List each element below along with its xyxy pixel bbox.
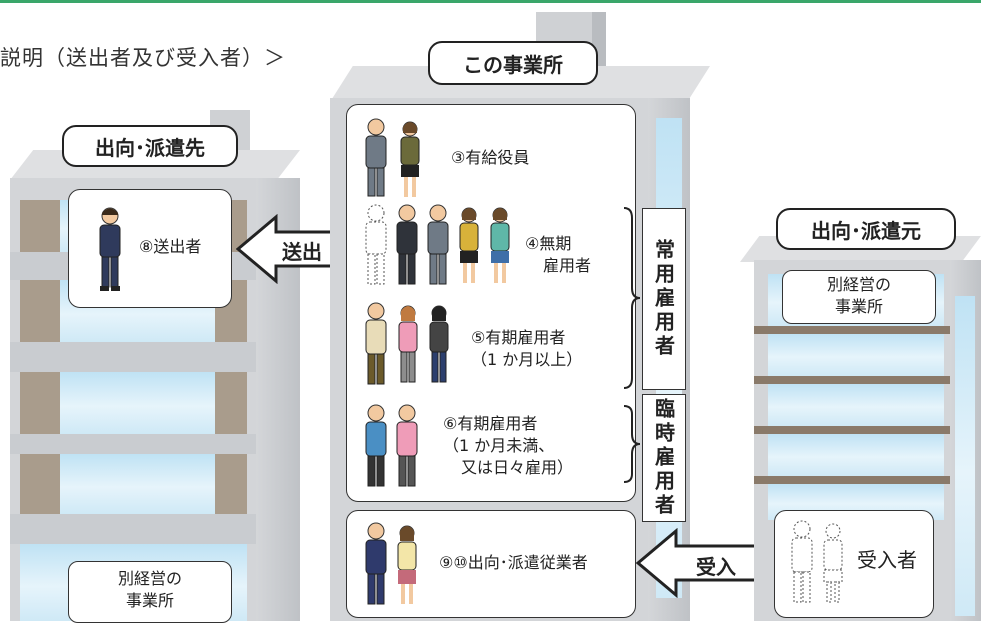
- regular-brace-icon: [623, 207, 641, 389]
- right-branch-line1: 別経営の: [826, 275, 891, 294]
- fixed-term-short-line3: 又は日々雇用）: [461, 458, 574, 477]
- send-arrow-label: 送出: [282, 240, 322, 264]
- indefinite-label: ④無期 雇用者: [525, 233, 591, 277]
- fixed-term-short-people-icon: [365, 404, 418, 487]
- left-branch-box: 別経営の 事業所: [68, 561, 232, 623]
- indefinite-line1: ④無期: [525, 234, 572, 253]
- receive-arrow-label: 受入: [696, 555, 736, 579]
- left-branch-line1: 別経営の: [117, 569, 182, 588]
- fixed-term-long-people-icon: [365, 302, 449, 385]
- fixed-term-short-line2: （1 か月未満、: [443, 436, 555, 455]
- right-branch-box: 別経営の 事業所: [782, 270, 936, 324]
- paid-officers-people-icon: [365, 118, 420, 197]
- fixed-term-long-line2: （1 か月以上）: [471, 350, 583, 369]
- dispatched-people-icon: [365, 522, 417, 605]
- receiver-label: 受入者: [857, 548, 917, 572]
- sender-label: ⑧送出者: [139, 237, 202, 256]
- page-heading: 説明（送出者及び受入者）＞: [0, 46, 286, 70]
- dispatched-box: ⑨⑩出向･派遣従業者: [346, 510, 636, 618]
- person-icon: [99, 207, 121, 291]
- temporary-employees-label: 臨時雇用者: [642, 394, 686, 522]
- fixed-term-short-line1: ⑥有期雇用者: [443, 414, 538, 433]
- right-branch-line2: 事業所: [834, 297, 883, 316]
- receiver-box: 受入者: [774, 510, 934, 618]
- employees-box: ③有給役員 ④無期 雇用者: [346, 104, 636, 502]
- fixed-term-long-label: ⑤有期雇用者 （1 か月以上）: [471, 327, 582, 371]
- regular-employees-label: 常用雇用者: [642, 208, 686, 390]
- receiver-people-icon: [791, 520, 843, 603]
- fixed-term-long-line1: ⑤有期雇用者: [471, 328, 566, 347]
- temporary-brace-icon: [623, 405, 641, 483]
- indefinite-line2: 雇用者: [543, 256, 592, 275]
- indefinite-employees-people-icon: [365, 204, 510, 285]
- fixed-term-short-label: ⑥有期雇用者 （1 か月未満、 又は日々雇用）: [443, 413, 573, 479]
- paid-officers-label: ③有給役員: [451, 148, 530, 167]
- top-accent-line: [0, 0, 981, 3]
- left-branch-line2: 事業所: [125, 591, 174, 610]
- sender-box: ⑧送出者: [68, 189, 232, 308]
- dispatched-label: ⑨⑩出向･派遣従業者: [439, 553, 588, 572]
- right-building-tag: 出向･派遣元: [776, 208, 956, 250]
- left-building-tag: 出向･派遣先: [62, 125, 238, 167]
- center-building-tag: この事業所: [428, 41, 598, 85]
